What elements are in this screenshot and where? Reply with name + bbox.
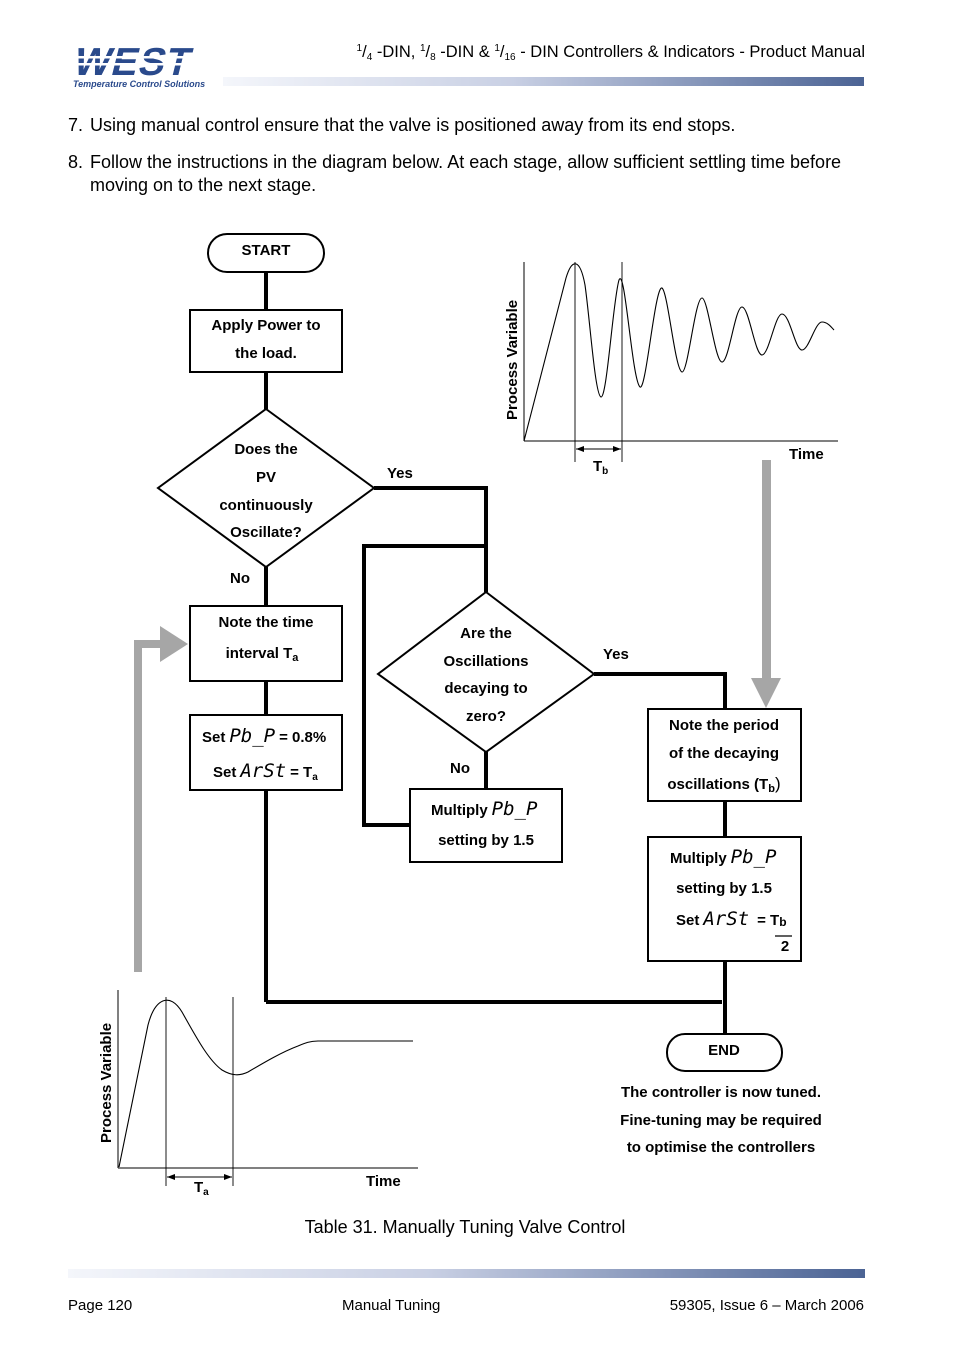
bottom-graph-period: Ta (194, 1179, 209, 1198)
svg-text:Note the period: Note the period (669, 717, 779, 734)
svg-text:oscillations (Tb): oscillations (Tb) (667, 774, 780, 795)
footer-section-name: Manual Tuning (342, 1297, 441, 1314)
graph-continuous-oscillation (523, 262, 838, 462)
note-tb-box: Note the period of the decaying oscillat… (647, 708, 802, 802)
end-note-line: Fine-tuning may be required (620, 1112, 822, 1129)
svg-text:PV: PV (256, 469, 276, 486)
flow-connectors (264, 272, 727, 1034)
step-7: 7. Using manual control ensure that the … (68, 114, 868, 137)
svg-text:of the decaying: of the decaying (669, 745, 779, 762)
top-graph-ylabel: Process Variable (504, 300, 521, 420)
bottom-graph-xlabel: Time (366, 1173, 401, 1190)
top-graph-period: Tb (593, 458, 608, 477)
step-8: 8. Follow the instructions in the diagra… (68, 151, 868, 197)
bottom-graph-ylabel: Process Variable (98, 1023, 115, 1143)
grey-arrow-down (751, 460, 781, 708)
svg-text:2: 2 (781, 938, 789, 955)
svg-text:interval Ta: interval Ta (226, 645, 300, 664)
graph-damped-oscillation (117, 990, 418, 1186)
note-ta-box: Note the time interval Ta (189, 605, 343, 682)
decision1-yes-label: Yes (387, 465, 413, 482)
start-terminal: START (207, 233, 325, 273)
svg-text:END: END (708, 1042, 740, 1059)
decision-decaying: Are the Oscillations decaying to zero? (376, 590, 596, 754)
svg-text:Are the: Are the (460, 625, 512, 642)
svg-text:the load.: the load. (235, 345, 297, 362)
end-note-line: The controller is now tuned. (621, 1084, 821, 1101)
footer-rule (68, 1269, 865, 1278)
grey-arrow-up-right (134, 626, 188, 972)
end-terminal: END (666, 1033, 783, 1072)
footer-page-number: Page 120 (68, 1297, 133, 1314)
svg-text:Oscillations: Oscillations (443, 653, 528, 670)
step-text: Using manual control ensure that the val… (90, 115, 736, 135)
step-text: Follow the instructions in the diagram b… (90, 152, 842, 195)
step-number: 8. (68, 152, 84, 172)
step-number: 7. (68, 115, 84, 135)
header-rule (223, 77, 864, 86)
svg-text:decaying to: decaying to (444, 680, 527, 697)
svg-text:setting by 1.5: setting by 1.5 (676, 880, 772, 897)
logo-tagline: Temperature Control Solutions (73, 79, 205, 89)
svg-text:Oscillate?: Oscillate? (230, 524, 302, 541)
svg-text:setting by 1.5: setting by 1.5 (438, 832, 534, 849)
table-caption: Table 31. Manually Tuning Valve Control (304, 1217, 626, 1237)
svg-text:zero?: zero? (466, 708, 506, 725)
decision2-yes-label: Yes (603, 646, 629, 663)
footer-document-ref: 59305, Issue 6 – March 2006 (669, 1297, 864, 1314)
manual-title: 1/4 -DIN, 1/8 -DIN & 1/16 - DIN Controll… (356, 43, 865, 63)
svg-text:Apply Power to: Apply Power to (211, 317, 320, 334)
apply-power-box: Apply Power to the load. (189, 309, 343, 373)
end-note-line: to optimise the controllers (627, 1139, 815, 1156)
svg-text:Does the: Does the (234, 441, 297, 458)
feedback-arrows (134, 460, 781, 972)
decision1-no-label: No (230, 570, 250, 587)
decision2-no-label: No (450, 760, 470, 777)
west-logo: WEST Temperature Control Solutions (70, 42, 225, 89)
decision-oscillate: Does the PV continuously Oscillate? (156, 407, 376, 569)
svg-text:continuously: continuously (219, 497, 313, 514)
top-graph-xlabel: Time (789, 446, 824, 463)
logo-wordmark: WEST (70, 42, 197, 84)
svg-text:START: START (242, 242, 291, 259)
svg-text:Note the time: Note the time (218, 614, 313, 631)
